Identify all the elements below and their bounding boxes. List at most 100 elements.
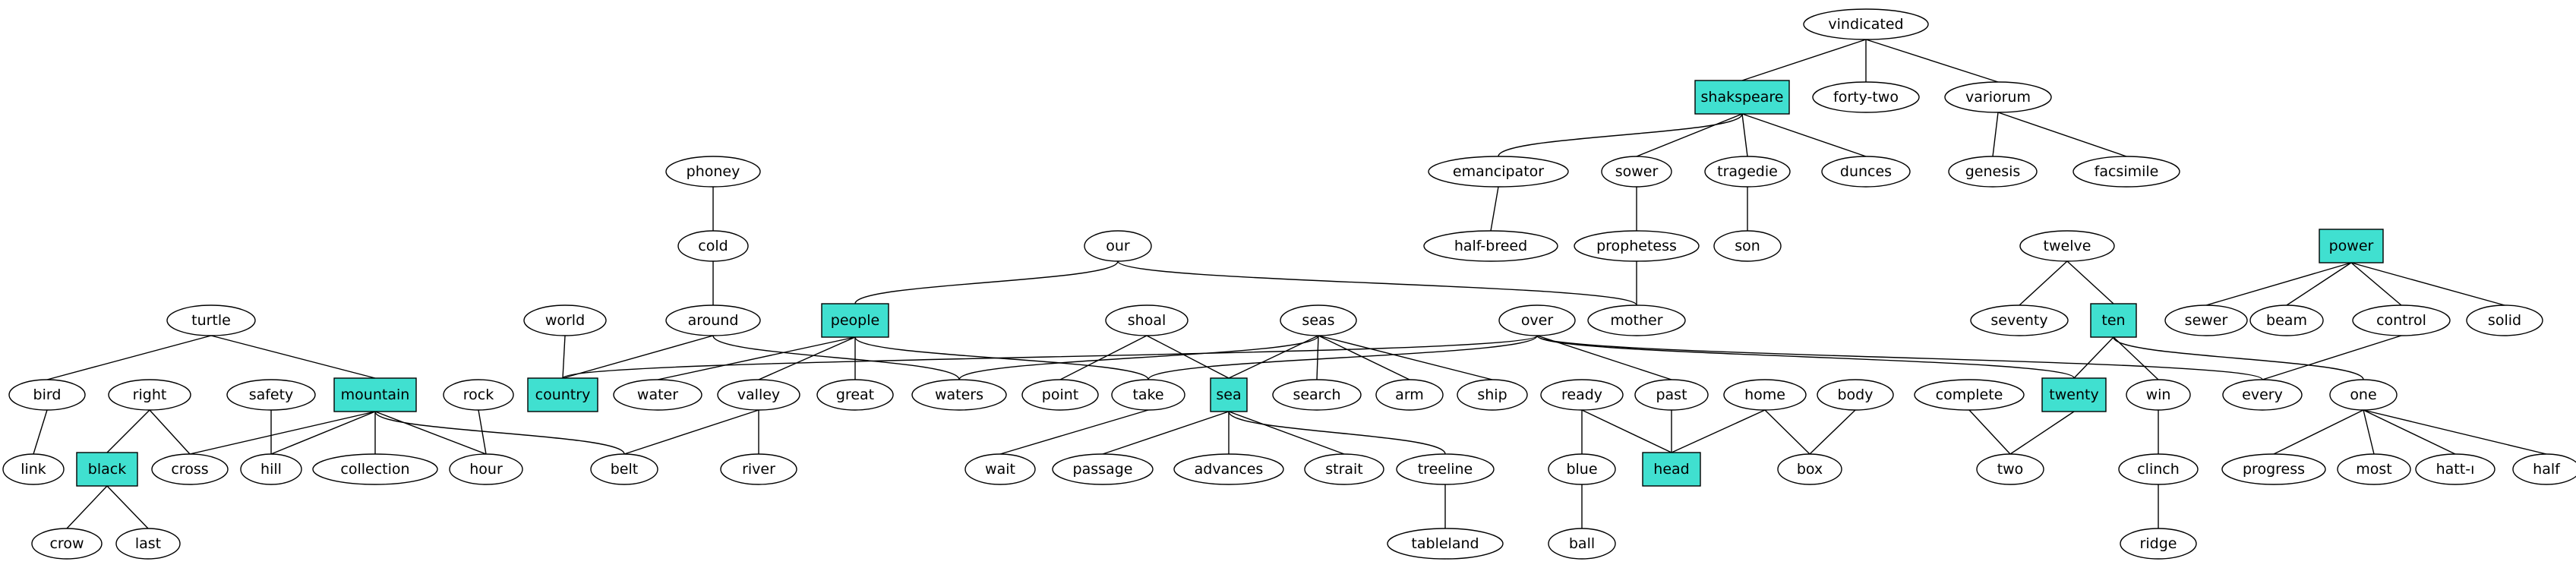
edge-layer [33,39,2547,529]
node-ellipse-around [665,304,761,336]
node-win: win [2126,379,2191,411]
node-dunces: dunces [1821,156,1911,188]
node-ellipse-solid [2466,304,2543,336]
edge-sea-passage [1102,411,1230,455]
node-ellipse-win [2126,379,2191,411]
node-ellipse-ridge [2120,528,2197,560]
node-home: home [1723,379,1807,411]
node-ellipse-vindicated [1803,8,1929,40]
node-box-country [527,377,598,412]
node-ellipse-waters [911,379,1007,411]
node-label-ridge: ridge [2140,535,2177,552]
node-take: take [1111,379,1185,411]
node-label-point: point [1042,386,1078,403]
node-mother: mother [1587,304,1686,336]
node-ellipse-crow [31,528,103,560]
node-label-hour: hour [469,461,503,478]
node-box-ten [2090,303,2137,338]
node-label-blue: blue [1566,461,1597,478]
edge-control-every [2262,335,2402,380]
node-ellipse-our [1084,230,1152,262]
node-label-past: past [1656,386,1687,403]
node-half: half [2512,453,2576,485]
node-solid: solid [2466,304,2543,336]
edge-twelve-seventy [2019,260,2068,306]
node-tableland: tableland [1387,528,1504,560]
node-variorum: variorum [1944,81,2052,113]
edge-ready-head [1581,409,1672,453]
node-label-box: box [1797,461,1823,478]
node-label-variorum: variorum [1965,89,2031,106]
edge-ten-win [2113,336,2159,380]
node-black: black [76,452,138,487]
node-label-tableland: tableland [1411,535,1479,552]
edge-variorum-facsimile [1997,112,2127,157]
node-ellipse-sewer [2164,304,2248,336]
node-ellipse-home [1723,379,1807,411]
edge-ten-one [2113,336,2364,380]
edge-shakspeare-sower [1636,113,1743,157]
node-label-world: world [545,312,585,329]
node-twenty: twenty [2041,377,2107,412]
edge-right-cross [149,409,191,455]
node-ellipse-two [1976,453,2044,485]
edge-seas-ship [1318,335,1493,380]
node-box-black [76,452,138,487]
node-ellipse-twelve [2019,230,2115,262]
node-label-last: last [135,535,161,552]
edge-our-people [854,260,1119,304]
node-label-safety: safety [249,386,294,403]
node-ridge: ridge [2120,528,2197,560]
node-clinch: clinch [2118,453,2199,485]
node-label-take: take [1132,386,1163,403]
node-label-cross: cross [171,461,208,478]
node-label-people: people [831,312,879,329]
node-ellipse-beam [2249,304,2324,336]
edge-emancipator-half_breed [1490,186,1499,232]
node-ellipse-variorum [1944,81,2052,113]
node-ellipse-most [2337,453,2411,485]
node-forty_two: forty-two [1812,81,1920,113]
node-ellipse-one [2329,379,2398,411]
node-hill: hill [240,453,302,485]
node-label-shakspeare: shakspeare [1701,89,1784,106]
node-collection: collection [312,453,438,485]
node-ellipse-river [720,453,797,485]
node-ellipse-emancipator [1428,156,1569,188]
node-ellipse-son [1713,230,1782,262]
node-label-complete: complete [1936,386,2003,403]
node-label-mountain: mountain [341,386,410,403]
node-ellipse-search [1272,379,1362,411]
edge-mountain-cross [189,411,376,455]
node-label-turtle: turtle [191,312,231,329]
node-box-head [1642,452,1701,487]
node-label-win: win [2146,386,2171,403]
node-label-sower: sower [1615,163,1659,180]
node-ellipse-take [1111,379,1185,411]
edge-one-half [2363,409,2547,455]
node-ellipse-complete [1914,379,2025,411]
node-beam: beam [2249,304,2324,336]
edge-seas-sea [1228,335,1319,379]
node-ellipse-half [2512,453,2576,485]
node-label-solid: solid [2488,312,2521,329]
node-label-country: country [535,386,591,403]
node-sower: sower [1601,156,1672,188]
edge-power-beam [2286,262,2352,306]
node-ellipse-body [1817,379,1894,411]
node-ellipse-forty_two [1812,81,1920,113]
edge-sea-strait [1228,411,1345,455]
edge-over-twenty [1536,335,2075,379]
node-ball: ball [1548,528,1616,560]
node-label-half: half [2533,461,2561,478]
node-label-shoal: shoal [1128,312,1166,329]
node-power: power [2319,229,2384,263]
node-valley: valley [717,379,800,411]
node-ellipse-blue [1548,453,1616,485]
node-cross: cross [151,453,229,485]
node-facsimile: facsimile [2072,156,2180,188]
edge-turtle-bird [46,335,212,380]
node-label-crow: crow [49,535,84,552]
edge-twelve-ten [2066,260,2114,304]
